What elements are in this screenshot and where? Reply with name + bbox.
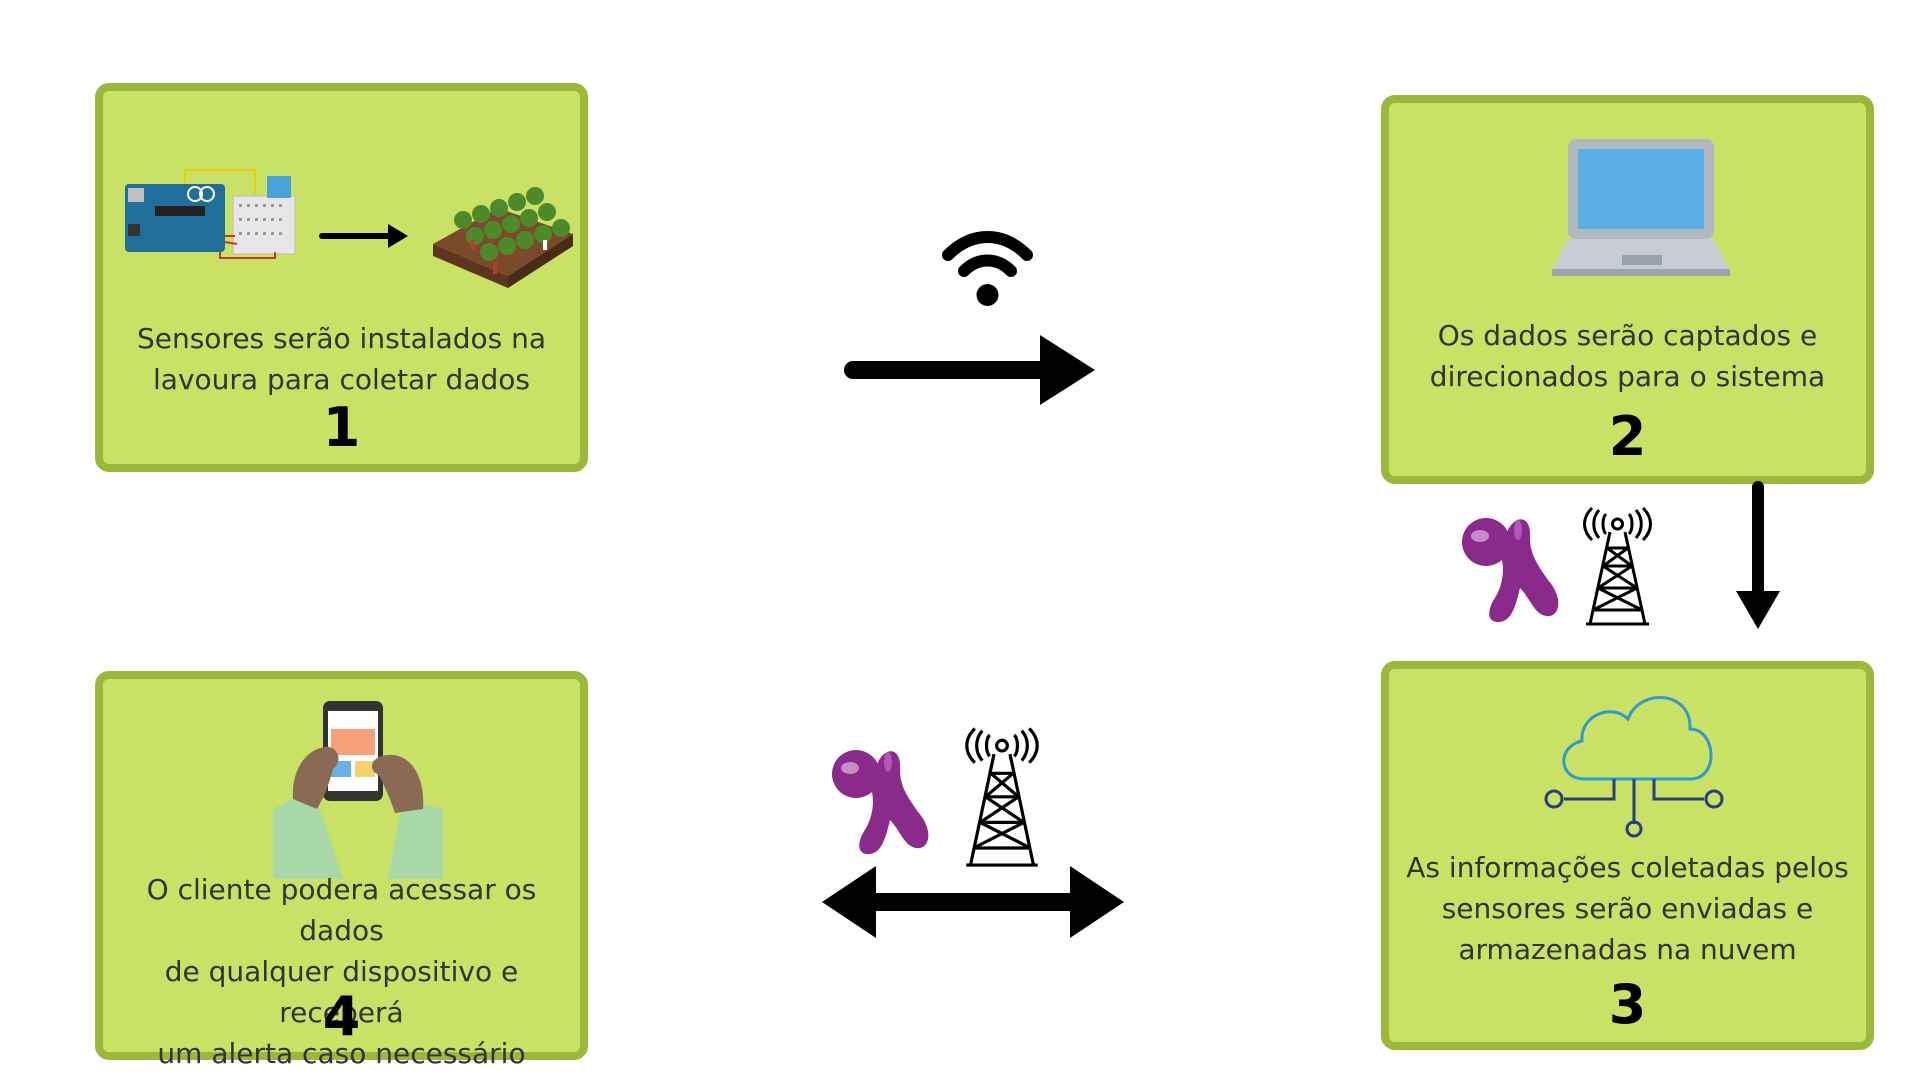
step-3-box: As informações coletadas pelos sensores … [1381,661,1874,1050]
wifi-icon [942,231,1033,306]
person-figure-icon [832,750,929,855]
cloud-network-icon [1544,696,1724,838]
step-2-number: 2 [1608,405,1647,468]
person-figure-icon [1462,518,1559,623]
crop-field-icon [433,187,573,288]
antenna-tower-icon [965,727,1039,867]
smartphone-hands-icon [273,701,443,879]
step-1-number: 1 [322,396,361,459]
step-3-line-1: As informações coletadas pelos [1406,851,1849,884]
arrow-right-icon [844,335,1095,405]
antenna-tower-icon [1583,506,1652,626]
step-4-line-3: um alerta caso necessário [157,1037,526,1070]
step-2-text: Os dados serão captados e direcionados p… [1389,315,1866,397]
arrow-right-icon [319,224,408,248]
step-4-number: 4 [322,985,361,1048]
step-3-text: As informações coletadas pelos sensores … [1389,847,1866,970]
step-3-number: 3 [1608,973,1647,1036]
step-2-line-2: direcionados para o sistema [1429,360,1826,393]
step-1-text: Sensores serão instalados na lavoura par… [103,318,580,400]
step-1-line-1: Sensores serão instalados na [136,322,547,355]
step-1-box: Sensores serão instalados na lavoura par… [95,83,588,472]
step-1-line-2: lavoura para coletar dados [153,363,530,396]
arrow-down-icon [1736,481,1780,629]
step-4-text: O cliente podera acessar os dados de qua… [103,869,580,1074]
step-4-line-2: de qualquer dispositivo e receberá [164,955,519,1029]
arduino-board-icon [125,169,296,259]
double-arrow-icon [822,866,1124,938]
laptop-icon [1552,139,1730,276]
step-3-line-3: armazenadas na nuvem [1458,933,1797,966]
step-4-line-1: O cliente podera acessar os dados [146,873,537,947]
step-2-box: Os dados serão captados e direcionados p… [1381,95,1874,484]
step-4-box: O cliente podera acessar os dados de qua… [95,671,588,1070]
step-2-line-1: Os dados serão captados e [1437,319,1818,352]
step-3-line-2: sensores serão enviadas e [1441,892,1814,925]
